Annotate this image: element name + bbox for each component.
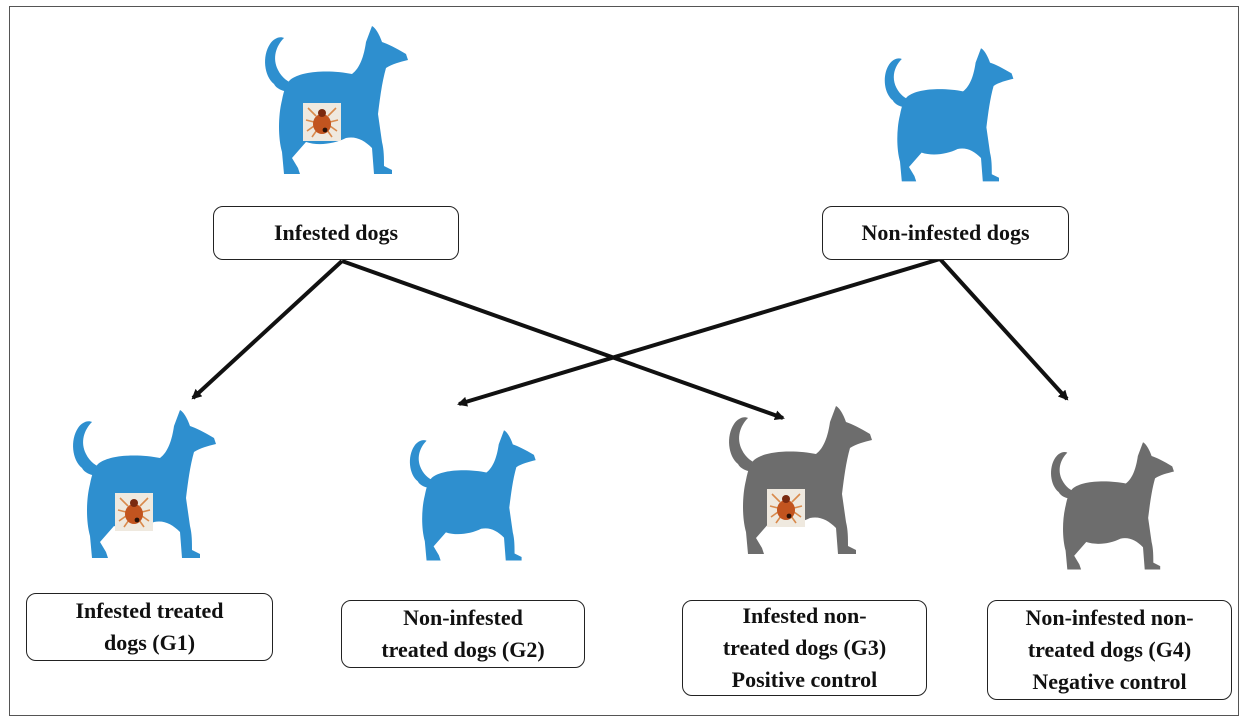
arrow-non-infested-to-g2 — [457, 257, 941, 407]
non-infested-dogs-node: Non-infested dogs — [822, 206, 1069, 260]
group-g3-line-2: treated dogs (G3) — [722, 635, 887, 661]
group-g4-node: Non-infested non- treated dogs (G4) Nega… — [987, 600, 1232, 700]
arrow-infested-to-g3 — [341, 259, 785, 421]
g3-infested-dog-icon — [729, 406, 872, 554]
group-g4-line-1: Non-infested non- — [1025, 605, 1194, 631]
group-g1-line-2: dogs (G1) — [103, 630, 196, 655]
group-g4-line-2: treated dogs (G4) — [1027, 637, 1192, 663]
group-g3-line-3: Positive control — [731, 666, 878, 692]
group-g2-node: Non-infested treated dogs (G2) — [341, 600, 585, 668]
infested-dog-icon — [265, 26, 408, 174]
group-g2-line-2: treated dogs (G2) — [381, 637, 545, 662]
group-g1-line-1: Infested treated — [75, 598, 224, 624]
arrow-infested-to-g1 — [191, 259, 344, 400]
group-g3-line-1: Infested non- — [742, 603, 867, 629]
infested-dogs-label: Infested dogs — [273, 220, 399, 246]
group-g1-node: Infested treated dogs (G1) — [26, 593, 273, 661]
non-infested-dogs-label: Non-infested dogs — [861, 220, 1030, 246]
group-g4-line-3: Negative control — [1032, 668, 1187, 694]
group-g2-line-1: Non-infested — [403, 605, 523, 631]
g4-non-infested-dog-icon — [1051, 442, 1174, 570]
g1-infested-dog-icon — [73, 410, 216, 558]
g2-non-infested-dog-icon — [409, 430, 536, 561]
infested-dogs-node: Infested dogs — [213, 206, 459, 260]
group-g3-node: Infested non- treated dogs (G3) Positive… — [682, 600, 927, 696]
non-infested-dog-icon — [884, 48, 1014, 182]
arrow-non-infested-to-g4 — [938, 257, 1069, 401]
